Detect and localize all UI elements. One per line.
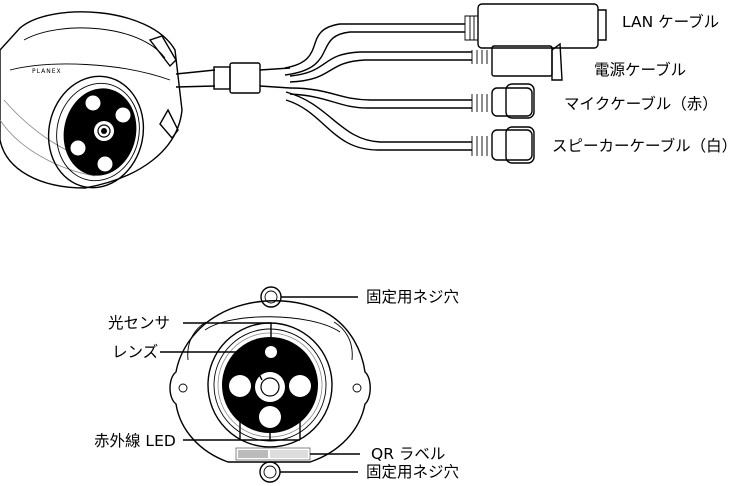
label-qr: QR ラベル <box>371 445 445 463</box>
leader-lines <box>160 296 360 473</box>
camera-front-housing <box>169 286 371 483</box>
light-sensor-icon <box>265 346 277 358</box>
brand-mark: PLANEX <box>32 68 62 75</box>
camera-body <box>0 11 183 189</box>
screw-hole-top-icon <box>260 286 282 308</box>
label-screw-hole-top: 固定用ネジ穴 <box>366 288 459 306</box>
label-light-sensor: 光センサ <box>108 314 170 332</box>
label-screw-hole-bottom: 固定用ネジ穴 <box>366 463 459 481</box>
ir-led-icon <box>97 156 113 172</box>
lens-face-top <box>63 88 137 176</box>
power-cable <box>289 42 563 83</box>
ir-led-icon <box>115 107 131 123</box>
main-cable <box>175 62 291 94</box>
screw-hole-bottom-icon <box>259 461 281 483</box>
label-ir-led: 赤外線 LED <box>94 432 176 450</box>
ir-led-icon <box>229 375 251 397</box>
ir-led-icon <box>85 95 101 111</box>
ir-led-icon <box>259 406 281 428</box>
mic-cable <box>289 83 535 119</box>
label-lens: レンズ <box>112 343 158 361</box>
label-power-cable: 電源ケーブル <box>594 60 686 79</box>
speaker-cable <box>285 91 535 164</box>
label-lan-cable: LAN ケーブル <box>622 12 719 31</box>
lan-cable <box>284 3 607 76</box>
ir-led-icon <box>289 375 311 397</box>
label-mic-cable: マイクケーブル（赤） <box>564 94 718 113</box>
ir-led-icon <box>70 140 86 156</box>
lens-face-front <box>222 337 318 433</box>
label-speaker-cable: スピーカーケーブル（白） <box>552 136 737 155</box>
qr-label-plate <box>235 447 311 461</box>
